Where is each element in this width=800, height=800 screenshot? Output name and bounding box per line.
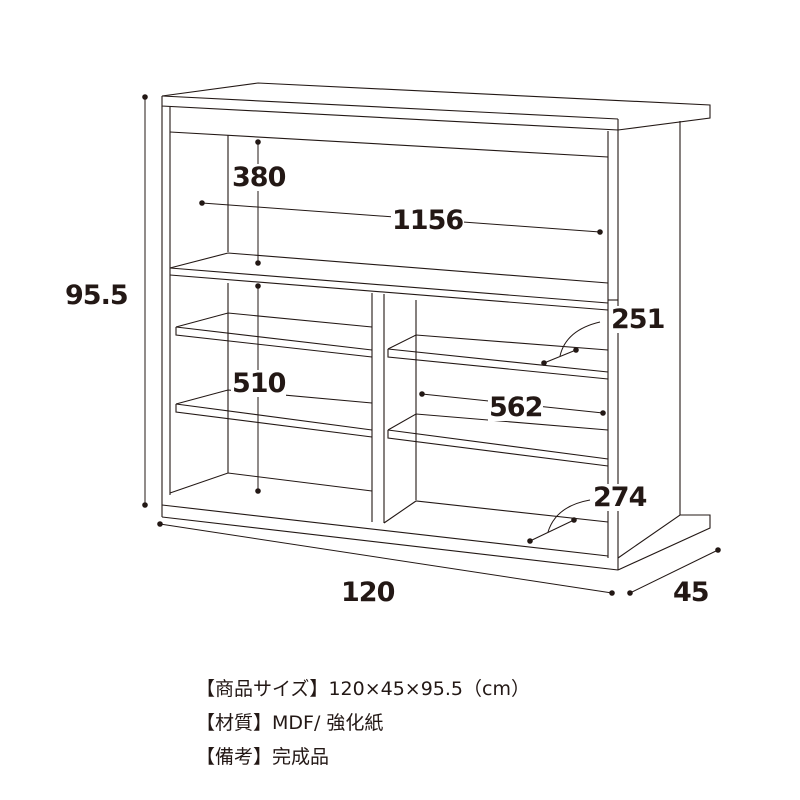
height-label: 95.5 bbox=[65, 280, 129, 311]
spec-notes-value: 完成品 bbox=[272, 746, 330, 768]
spec-material-label: 【材質】 bbox=[196, 712, 273, 734]
spec-size: 【商品サイズ】120×45×95.5（cm） bbox=[196, 672, 530, 706]
spec-notes: 【備考】完成品 bbox=[196, 740, 530, 774]
spec-size-label: 【商品サイズ】 bbox=[196, 678, 329, 700]
depth-label: 45 bbox=[673, 577, 710, 608]
right-compartment-width-label: 562 bbox=[488, 392, 543, 423]
spec-size-value: 120×45×95.5（cm） bbox=[328, 678, 530, 700]
bottom-depth-label: 274 bbox=[592, 482, 647, 513]
top-compartment-height-label: 380 bbox=[231, 162, 286, 193]
spec-notes-label: 【備考】 bbox=[196, 746, 273, 768]
width-label: 120 bbox=[341, 577, 395, 608]
right-shelf-depth-label: 251 bbox=[610, 304, 665, 335]
lower-left-height-label: 510 bbox=[231, 368, 286, 399]
dimension-lines bbox=[142, 94, 721, 596]
inner-width-label: 1156 bbox=[391, 205, 464, 236]
spec-material: 【材質】MDF/ 強化紙 bbox=[196, 706, 530, 740]
cabinet-outline bbox=[161, 82, 711, 571]
product-specs: 【商品サイズ】120×45×95.5（cm） 【材質】MDF/ 強化紙 【備考】… bbox=[196, 672, 530, 774]
spec-material-value: MDF/ 強化紙 bbox=[272, 712, 384, 734]
